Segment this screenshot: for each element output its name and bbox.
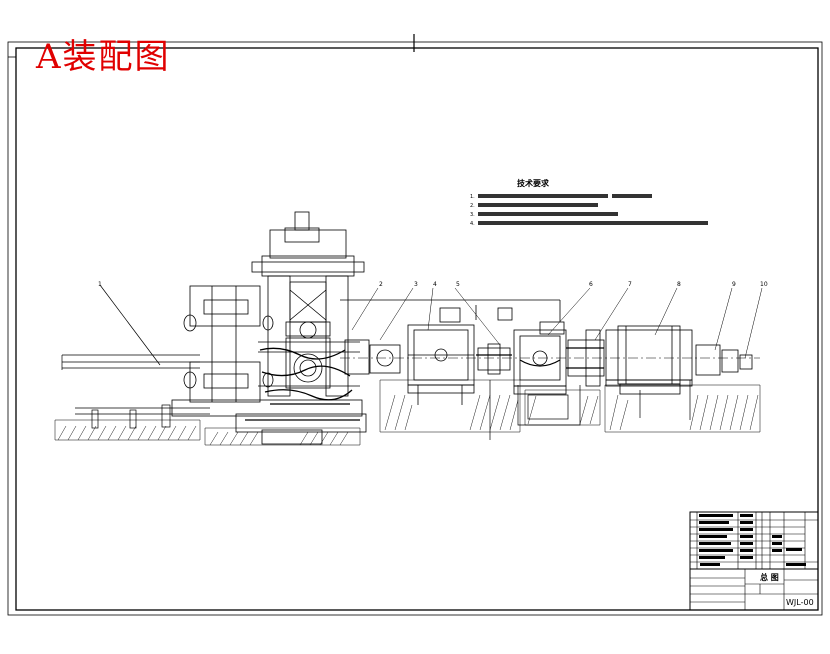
callout-3: 3 (414, 281, 418, 288)
callout-6: 6 (589, 281, 593, 288)
inner-frame (15, 47, 819, 611)
callout-1: 1 (98, 281, 102, 288)
drive-train (340, 299, 760, 405)
callout-5: 5 (456, 281, 460, 288)
drawing-title: A装配图 (36, 37, 171, 77)
title-block-drawing-no: WJL-00 (786, 598, 814, 607)
title-block-name: 总 图 (760, 572, 779, 582)
svg-text:2.: 2. (470, 203, 475, 209)
entry-roller-table (61, 284, 210, 429)
callout-4: 4 (433, 281, 437, 288)
technical-requirements-heading: 技术要求 (517, 179, 549, 188)
ground-hatch (54, 379, 761, 446)
callout-leaders (351, 287, 763, 359)
svg-text:4.: 4. (470, 221, 475, 227)
callout-10: 10 (760, 281, 768, 288)
callout-2: 2 (379, 281, 383, 288)
svg-text:1.: 1. (470, 194, 475, 200)
rolling-mill-stand (171, 211, 367, 445)
title-block (689, 511, 819, 611)
callout-numbers: 1 2 3 4 5 6 7 8 9 10 (98, 281, 768, 288)
callout-9: 9 (732, 281, 736, 288)
svg-text:3.: 3. (470, 212, 475, 218)
callout-8: 8 (677, 281, 681, 288)
outer-frame (7, 41, 823, 616)
callout-7: 7 (628, 281, 632, 288)
